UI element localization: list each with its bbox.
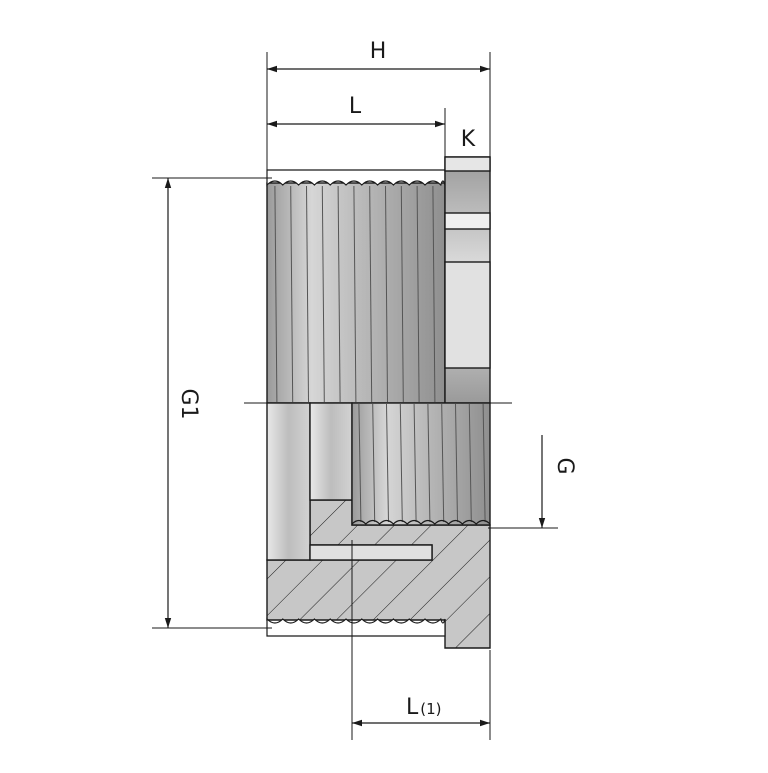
dimension-L1: L(1) <box>351 540 491 740</box>
thread-line <box>441 403 445 523</box>
dimension-L: L <box>267 94 446 157</box>
thread-line <box>432 185 436 403</box>
thread-line <box>413 403 417 523</box>
dim-label-K: K <box>461 127 476 152</box>
bore-step <box>309 544 433 561</box>
thread-line <box>358 403 362 523</box>
external-thread-crest-lower <box>266 617 446 637</box>
hex-collar-view <box>444 156 491 404</box>
dim-label-G: G <box>552 457 577 474</box>
section-hatching <box>267 500 490 648</box>
thread-line <box>385 185 388 403</box>
thread-line <box>337 185 341 403</box>
dim-label-L: L <box>349 94 362 119</box>
thread-line <box>455 403 458 523</box>
dimension-G1: G1 <box>152 177 272 629</box>
thread-line <box>399 403 403 523</box>
bore-wall-inner <box>309 402 353 501</box>
internal-thread-root <box>351 519 491 525</box>
thread-line <box>400 185 404 403</box>
dim-label-H: H <box>370 39 387 64</box>
hex-flat-mid <box>444 212 491 230</box>
thread-line <box>274 185 278 403</box>
thread-line <box>369 185 373 403</box>
thread-line <box>321 185 325 403</box>
dimension-K: K <box>461 127 476 152</box>
dimension-G: G <box>488 435 577 529</box>
thread-line <box>416 185 420 403</box>
thread-line <box>306 185 309 403</box>
external-thread-crest <box>266 169 446 187</box>
external-thread-view <box>266 169 446 404</box>
internal-thread-body <box>351 402 491 526</box>
thread-line <box>386 403 389 523</box>
thread-line <box>427 403 431 523</box>
external-thread-lines <box>274 185 436 403</box>
dim-label-G1: G1 <box>176 388 201 419</box>
thread-line <box>482 403 486 523</box>
dimension-H: H <box>266 39 491 180</box>
dim-label-L1: L(1) <box>406 695 442 720</box>
thread-line <box>468 403 472 523</box>
section-view <box>266 402 491 649</box>
thread-line <box>372 403 376 523</box>
thread-line <box>290 185 294 403</box>
bore-wall-left <box>266 402 311 561</box>
hex-flat-top <box>444 156 491 172</box>
internal-thread-lines <box>358 403 486 523</box>
thread-line <box>353 185 357 403</box>
hex-flat-face <box>444 261 491 369</box>
